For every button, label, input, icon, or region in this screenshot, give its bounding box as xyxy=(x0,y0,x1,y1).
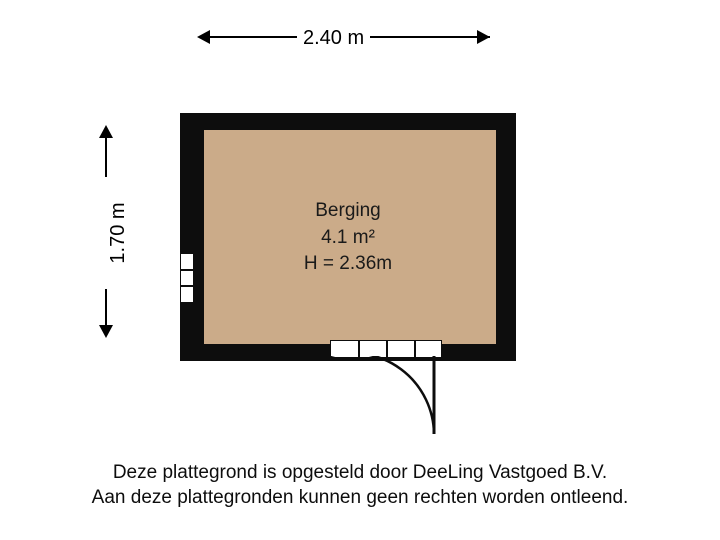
wall-left xyxy=(180,113,204,361)
storage-room-plan: Berging 4.1 m² H = 2.36m xyxy=(180,113,516,435)
door-mullion xyxy=(414,341,416,357)
width-dimension-label: 2.40 m xyxy=(297,25,371,51)
height-dimension-label: 1.70 m xyxy=(105,177,131,289)
door-mullion xyxy=(386,341,388,357)
door-mullion xyxy=(358,341,360,357)
footer-disclaimer: Deze plattegrond is opgesteld door DeeLi… xyxy=(0,460,720,510)
door-swing-arc-icon xyxy=(330,356,436,435)
wall-right xyxy=(496,113,516,361)
door-panel xyxy=(330,340,442,358)
room-area-label: 4.1 m² xyxy=(321,227,375,248)
room-height-label: H = 2.36m xyxy=(303,253,393,274)
height-arrow-down-icon xyxy=(99,325,113,338)
footer-line-2: Aan deze plattegronden kunnen geen recht… xyxy=(91,487,629,508)
wall-top xyxy=(180,113,516,130)
window-left xyxy=(180,253,194,303)
room-name-label: Berging xyxy=(315,200,381,221)
width-arrow-left-icon xyxy=(197,30,210,44)
room-floor-fill xyxy=(204,130,496,344)
window-mullion xyxy=(181,285,193,287)
height-arrow-up-icon xyxy=(99,125,113,138)
width-arrow-right-icon xyxy=(477,30,490,44)
footer-line-1: Deze plattegrond is opgesteld door DeeLi… xyxy=(112,462,608,483)
window-mullion xyxy=(181,269,193,271)
